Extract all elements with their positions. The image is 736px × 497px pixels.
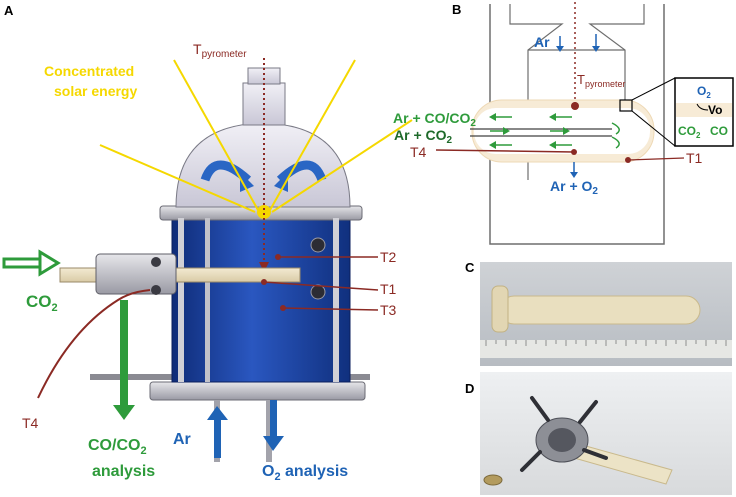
d-flange-center xyxy=(548,428,576,452)
b-t1-tip xyxy=(625,157,631,163)
rod-1 xyxy=(178,218,184,382)
flow-arrowhead-right xyxy=(274,172,288,192)
base-flange xyxy=(149,381,366,401)
o2-outlet-arrow xyxy=(263,400,284,451)
b-t4-tip xyxy=(571,149,577,155)
ar-inlet-arrow xyxy=(207,406,228,458)
port-upper xyxy=(310,237,326,253)
ruler xyxy=(480,340,732,358)
inset-vo-label: Vo xyxy=(708,103,722,117)
panel-b: B xyxy=(393,2,734,245)
panel-c: C xyxy=(465,260,732,366)
co2-inlet-arrow xyxy=(2,249,61,277)
t4-label: T4 xyxy=(22,415,39,431)
focal-spot xyxy=(257,205,271,219)
pyrometer-arrowhead xyxy=(259,262,269,272)
thermocouple-lines xyxy=(261,254,379,311)
ar-label: Ar xyxy=(173,431,191,448)
solar-rays xyxy=(99,59,413,213)
reactor-inner-left xyxy=(509,4,564,180)
side-flange xyxy=(95,253,177,295)
inset-marker xyxy=(619,99,633,112)
b-green-flow-arrows xyxy=(489,113,620,149)
b-pyrometer-spot xyxy=(571,102,579,110)
port-lower xyxy=(310,284,326,300)
solar-label-line1: Concentrated xyxy=(44,63,134,79)
b-t1-label: T1 xyxy=(686,150,703,166)
inset-o2-label: O2 xyxy=(697,84,711,100)
side-port-2 xyxy=(151,285,161,295)
t2-label: T2 xyxy=(380,249,397,265)
panel-b-letter: B xyxy=(452,2,461,17)
b-t4-label: T4 xyxy=(410,144,427,160)
ceramic-tube xyxy=(499,295,701,325)
coco2-analysis-line1: CO/CO2 xyxy=(88,437,147,457)
reactor-inner-right xyxy=(588,4,645,100)
inset-arrow xyxy=(696,103,709,111)
t1-label: T1 xyxy=(380,281,397,297)
b-ar-o2-label: Ar + O2 xyxy=(550,178,598,197)
t3-label: T3 xyxy=(380,302,397,318)
pyrometer-label: Tpyrometer xyxy=(193,41,247,60)
b-blue-flow-arrows xyxy=(556,34,600,178)
ruler-ticks xyxy=(485,340,727,346)
side-port-1 xyxy=(151,257,161,267)
b-ar-top-label: Ar xyxy=(534,34,550,50)
co2-inlet-label: CO2 xyxy=(26,292,58,314)
inset-co2-label: CO2 xyxy=(678,124,701,140)
coco2-analysis-line2: analysis xyxy=(92,463,155,480)
inset-connector-top xyxy=(631,77,676,101)
photo-d-background xyxy=(480,372,732,495)
panel-a-letter: A xyxy=(4,3,14,18)
solar-label-line2: solar energy xyxy=(54,83,137,99)
coco2-outlet-arrow xyxy=(113,300,135,420)
b-t1-line xyxy=(627,157,685,161)
b-pyrometer-label: Tpyrometer xyxy=(577,72,625,89)
flow-arrowhead-left xyxy=(240,172,254,192)
panel-d: D xyxy=(465,372,732,495)
o2-analysis-label: O2 analysis xyxy=(262,463,348,483)
b-ar-coco2-label: Ar + CO/CO2 xyxy=(393,110,476,129)
dome-neck-top xyxy=(247,67,281,85)
coin xyxy=(483,474,503,486)
rod-3 xyxy=(333,218,339,382)
b-ar-co2-label: Ar + CO2 xyxy=(394,127,453,146)
panel-c-letter: C xyxy=(465,260,475,275)
b-t4-line xyxy=(435,149,575,153)
d-fittings xyxy=(520,396,608,472)
inset-connector-bottom xyxy=(631,110,676,147)
panel-a: A xyxy=(2,3,413,483)
inset-co-label: CO xyxy=(710,124,728,138)
ceramic-tube-collar xyxy=(491,285,509,333)
t4-wire xyxy=(37,289,151,399)
rod-2 xyxy=(205,218,210,382)
support-leg-right xyxy=(266,400,272,462)
panel-d-letter: D xyxy=(465,381,474,396)
